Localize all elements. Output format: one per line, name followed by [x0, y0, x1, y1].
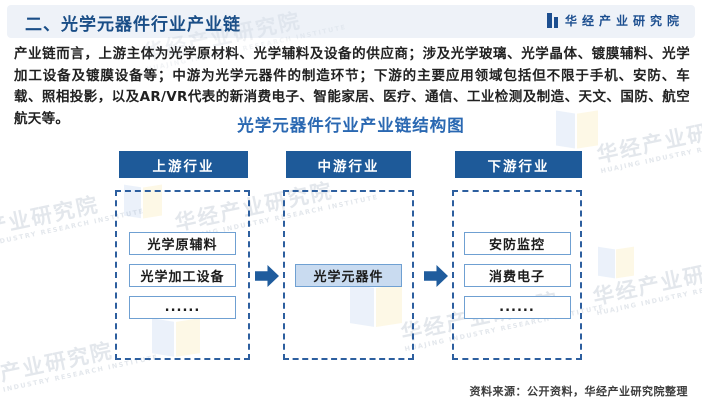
upstream-group-box: 光学原辅料 光学加工设备 ...... — [115, 190, 250, 360]
chain-item: 光学原辅料 — [129, 231, 236, 255]
brand-logo-label: 华经产业研究院 — [564, 14, 684, 28]
chain-item: ...... — [463, 295, 571, 319]
page-title: 二、光学元器件行业产业链 — [25, 15, 241, 35]
chain-item: 光学加工设备 — [129, 263, 236, 287]
page-header — [7, 5, 695, 38]
chain-item: 光学元器件 — [295, 263, 402, 287]
industry-chain-diagram: 上游行业 中游行业 下游行业 光学原辅料 光学加工设备 ...... 光学元器件… — [0, 145, 702, 380]
right-arrow-icon — [424, 264, 448, 288]
column-header-downstream: 下游行业 — [455, 151, 582, 178]
downstream-group-box: 安防监控 消费电子 ...... — [452, 190, 582, 360]
chain-item: 安防监控 — [463, 231, 571, 255]
brand-logo: 华经产业研究院 — [546, 12, 684, 29]
brand-logo-icon — [546, 13, 559, 29]
column-header-upstream: 上游行业 — [119, 151, 248, 178]
chain-item: ...... — [129, 295, 236, 319]
right-arrow-icon — [255, 264, 279, 288]
column-header-midstream: 中游行业 — [286, 151, 411, 178]
chain-item: 消费电子 — [463, 263, 571, 287]
diagram-title: 光学元器件行业产业链结构图 — [237, 116, 465, 135]
source-note: 资料来源：公开资料，华经产业研究院整理 — [469, 385, 688, 398]
midstream-group-box: 光学元器件 — [283, 190, 414, 360]
intro-paragraph: 产业链而言，上游主体为光学原材料、光学辅料及设备的供应商；涉及光学玻璃、光学晶体… — [14, 46, 690, 127]
